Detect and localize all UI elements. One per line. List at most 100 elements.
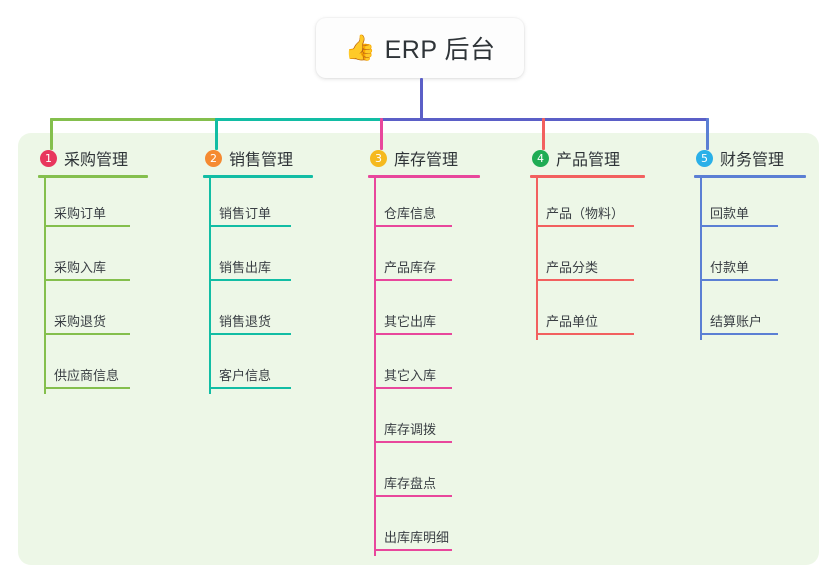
leaf-node[interactable]: 仓库信息 [366,178,480,232]
leaf-underline [209,225,291,227]
leaf-node[interactable]: 出库库明细 [366,502,480,556]
leaf-node[interactable]: 采购订单 [36,178,148,232]
branch-spine [374,178,376,556]
branch-title: 销售管理 [229,152,294,169]
drop-stub-5 [706,118,709,150]
leaf-node[interactable]: 采购退货 [36,286,148,340]
leaf-label: 出库库明细 [384,530,450,545]
leaf-label: 客户信息 [219,368,272,383]
leaf-underline [44,279,130,281]
leaf-label: 回款单 [710,206,750,221]
leaf-underline [209,279,291,281]
branch-underline [38,175,148,178]
branch-underline [530,175,645,178]
leaf-node[interactable]: 销售订单 [201,178,313,232]
leaf-label: 其它出库 [384,314,437,329]
leaf-underline [374,387,452,389]
branch-column-4[interactable]: 4 产品管理产品（物料） 产品分类产品单位 [528,146,645,340]
branch-children: 仓库信息产品库存其它出库其它入库库存调拨库存盘点出库库明细 [366,178,480,556]
leaf-underline [700,225,778,227]
leaf-node[interactable]: 产品（物料） [528,178,645,232]
leaf-label: 产品分类 [546,260,599,275]
bus-segment-green [50,118,218,121]
branch-spine [700,178,702,340]
leaf-underline [209,387,291,389]
bus-segment-teal [215,118,383,121]
branch-spine [44,178,46,394]
leaf-underline [44,225,130,227]
leaf-label: 供应商信息 [54,368,120,383]
branches-panel [18,133,819,565]
leaf-underline [536,333,634,335]
branch-number-badge: 1 [40,149,57,167]
leaf-underline [374,441,452,443]
leaf-label: 采购退货 [54,314,107,329]
leaf-underline [700,333,778,335]
leaf-node[interactable]: 回款单 [692,178,806,232]
leaf-node[interactable]: 结算账户 [692,286,806,340]
branch-underline [368,175,480,178]
branch-underline [694,175,806,178]
leaf-node[interactable]: 库存调拨 [366,394,480,448]
branch-spine [209,178,211,394]
leaf-label: 产品库存 [384,260,437,275]
leaf-label: 库存盘点 [384,476,437,491]
leaf-underline [374,279,452,281]
branch-children: 采购订单采购入库采购退货供应商信息 [36,178,148,394]
leaf-underline [44,333,130,335]
leaf-underline [374,333,452,335]
leaf-label: 采购订单 [54,206,107,221]
leaf-node[interactable]: 产品分类 [528,232,645,286]
branch-column-3[interactable]: 3 库存管理仓库信息产品库存其它出库其它入库库存调拨库存盘点出库库明细 [366,146,480,556]
leaf-node[interactable]: 销售退货 [201,286,313,340]
drop-stub-2 [215,118,218,150]
drop-stub-3 [380,118,383,150]
root-stem-line [420,78,423,121]
leaf-underline [209,333,291,335]
drop-stub-4 [542,118,545,150]
leaf-node[interactable]: 其它入库 [366,340,480,394]
leaf-node[interactable]: 付款单 [692,232,806,286]
leaf-label: 采购入库 [54,260,107,275]
branch-title: 库存管理 [394,152,459,169]
leaf-node[interactable]: 其它出库 [366,286,480,340]
leaf-node[interactable]: 产品库存 [366,232,480,286]
leaf-underline [44,387,130,389]
leaf-node[interactable]: 客户信息 [201,340,313,394]
branch-children: 回款单付款单结算账户 [692,178,806,340]
leaf-label: 销售退货 [219,314,272,329]
branch-number-badge: 4 [532,149,549,167]
leaf-underline [536,225,634,227]
leaf-node[interactable]: 产品单位 [528,286,645,340]
leaf-label: 产品（物料） [546,206,625,221]
branch-underline [203,175,313,178]
leaf-underline [700,279,778,281]
branch-header-3[interactable]: 3 库存管理 [366,146,480,170]
leaf-node[interactable]: 采购入库 [36,232,148,286]
leaf-node[interactable]: 供应商信息 [36,340,148,394]
leaf-node[interactable]: 库存盘点 [366,448,480,502]
leaf-label: 产品单位 [546,314,599,329]
leaf-label: 库存调拨 [384,422,437,437]
drop-stub-1 [50,118,53,150]
branch-children: 产品（物料） 产品分类产品单位 [528,178,645,340]
branch-children: 销售订单销售出库销售退货客户信息 [201,178,313,394]
leaf-label: 销售出库 [219,260,272,275]
branch-header-4[interactable]: 4 产品管理 [528,146,645,170]
leaf-node[interactable]: 销售出库 [201,232,313,286]
root-node[interactable]: 👍 ERP 后台 [316,18,524,78]
branch-title: 产品管理 [556,152,621,169]
leaf-underline [536,279,634,281]
leaf-underline [374,495,452,497]
thumbs-up-emoji: 👍 [344,33,376,62]
leaf-label: 结算账户 [710,314,763,329]
branch-number-badge: 3 [370,149,387,167]
leaf-label: 其它入库 [384,368,437,383]
